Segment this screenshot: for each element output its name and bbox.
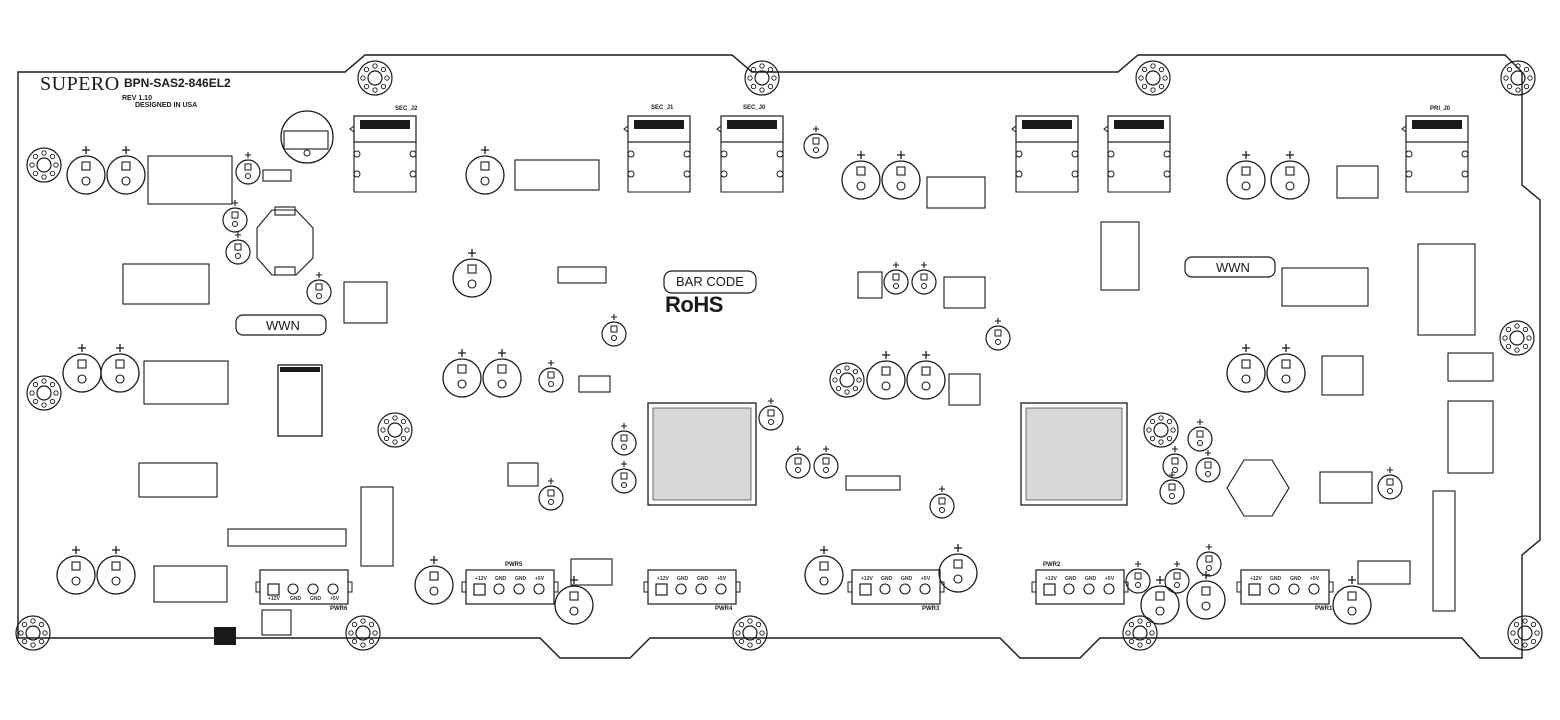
pin-gnd-pwr5-b: GND — [515, 576, 527, 582]
model-number: BPN-SAS2-846EL2 — [124, 76, 231, 90]
pin-5v-pwr3: +5V — [921, 576, 931, 582]
barcode-label: BAR CODE — [676, 274, 744, 289]
rohs-mark: RoHS — [665, 292, 723, 317]
pin-gnd-pwr1-b: GND — [1290, 576, 1302, 582]
pin-12v-pwr6: +12V — [268, 596, 280, 602]
octagon-component — [256, 209, 314, 276]
pin-gnd-pwr3-b: GND — [901, 576, 913, 582]
pwr1-label: PWR1 — [1315, 606, 1333, 612]
pwr3-label: PWR3 — [922, 606, 940, 612]
wwn-left-frame — [235, 314, 327, 336]
pin-gnd-pwr2-b: GND — [1085, 576, 1097, 582]
pin-gnd-pwr3-a: GND — [881, 576, 893, 582]
pin-5v-pwr4: +5V — [717, 576, 727, 582]
pin-5v-pwr1: +5V — [1310, 576, 1320, 582]
pwr5-label: PWR5 — [505, 562, 523, 568]
components — [122, 130, 1494, 636]
sec-j2-label: SEC_J2 — [395, 106, 418, 112]
pin-header-vertical — [1432, 490, 1456, 612]
sec-j1-label: SEC_J1 — [651, 105, 674, 111]
pin-5v-pwr6: +5V — [330, 596, 340, 602]
brand-logo: SUPERO — [40, 73, 120, 95]
pwr6-label: PWR6 — [330, 606, 348, 612]
pin-gnd-pwr4-b: GND — [697, 576, 709, 582]
pin-gnd-pwr2-a: GND — [1065, 576, 1077, 582]
pin-12v-pwr3: +12V — [861, 576, 873, 582]
wwn-right-frame — [1184, 256, 1276, 278]
pin-gnd-pwr1-a: GND — [1270, 576, 1282, 582]
expander-chips — [647, 402, 1128, 506]
origin-label: DESIGNED IN USA — [135, 102, 198, 109]
pin-gnd-pwr6-b: GND — [310, 596, 322, 602]
hexagon-component — [1226, 459, 1290, 517]
wwn-right-label: WWN — [1216, 260, 1250, 275]
sas-connectors — [349, 115, 1469, 193]
buzzer — [280, 110, 334, 164]
barcode-frame — [663, 270, 757, 294]
pin-5v-pwr2: +5V — [1105, 576, 1115, 582]
pin-gnd-pwr6-a: GND — [290, 596, 302, 602]
pin-5v-pwr5: +5V — [535, 576, 545, 582]
board-outline — [17, 54, 1541, 659]
pwr2-label: PWR2 — [1043, 562, 1061, 568]
wwn-left-label: WWN — [266, 318, 300, 333]
bottom-inductor — [214, 627, 236, 645]
pin-header-long — [227, 528, 347, 547]
pri-j0-label: PRI_J0 — [1430, 106, 1451, 112]
pin-12v-pwr5: +12V — [475, 576, 487, 582]
mounting-holes — [15, 60, 1543, 651]
pin-12v-pwr4: +12V — [657, 576, 669, 582]
sec-j0-label: SEC_J0 — [743, 105, 766, 111]
pwr4-label: PWR4 — [715, 606, 733, 612]
capacitors — [56, 125, 1403, 625]
revision-label: REV 1.10 — [122, 95, 152, 102]
pin-12v-pwr1: +12V — [1250, 576, 1262, 582]
controller-ic — [277, 364, 323, 437]
pin-gnd-pwr4-a: GND — [677, 576, 689, 582]
pin-gnd-pwr5-a: GND — [495, 576, 507, 582]
pin-12v-pwr2: +12V — [1045, 576, 1057, 582]
